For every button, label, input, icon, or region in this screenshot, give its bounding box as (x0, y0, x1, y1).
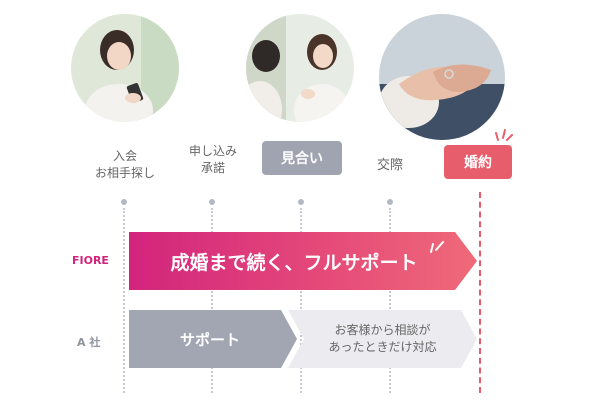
fiore-full-support-text: 成婚まで続く、フルサポート (170, 251, 418, 274)
stage-nyukai-line2: お相手探し (94, 166, 155, 180)
stage-konyaku-badge: 婚約 (444, 145, 512, 179)
row-label-a-company: A 社 (77, 336, 101, 349)
a-company-support-arrow: サポート (129, 310, 297, 368)
stage-nyukai: 入会 お相手探し (84, 148, 166, 182)
stage-kousai-label: 交際 (376, 158, 403, 173)
stage-moushikomi-line2: 承諾 (200, 161, 225, 175)
stage-moushikomi-line1: 申し込み (188, 144, 237, 158)
fiore-full-support-arrow: 成婚まで続く、フルサポート (129, 232, 477, 290)
sparkle-icon (430, 241, 444, 253)
timeline-dot (387, 199, 393, 205)
timeline-line (123, 208, 125, 393)
timeline-dot (121, 199, 127, 205)
konyaku-timeline-line (479, 192, 481, 393)
a-company-consult-line1: お客様から相談が (334, 323, 431, 337)
omiai-meeting-photo (246, 14, 354, 122)
timeline-dot (298, 199, 304, 205)
timeline-line (211, 208, 213, 393)
a-company-consult-line2: あったときだけ対応 (328, 340, 437, 354)
a-company-support-text: サポート (179, 330, 240, 349)
stage-kousai: 交際 (362, 157, 418, 174)
stage-moushikomi: 申し込み 承諾 (175, 143, 251, 177)
sparkle-icon (495, 129, 513, 141)
timeline-line (300, 208, 302, 393)
woman-smartphone-photo (71, 14, 179, 122)
a-company-consult-arrow: お客様から相談が あったときだけ対応 (288, 310, 477, 368)
stage-nyukai-line1: 入会 (112, 149, 137, 163)
timeline-line (389, 208, 391, 393)
stage-omiai-badge: 見合い (262, 141, 342, 175)
row-label-fiore: FIORE (72, 254, 109, 267)
timeline-dot (209, 199, 215, 205)
engagement-ring-photo (379, 14, 505, 140)
